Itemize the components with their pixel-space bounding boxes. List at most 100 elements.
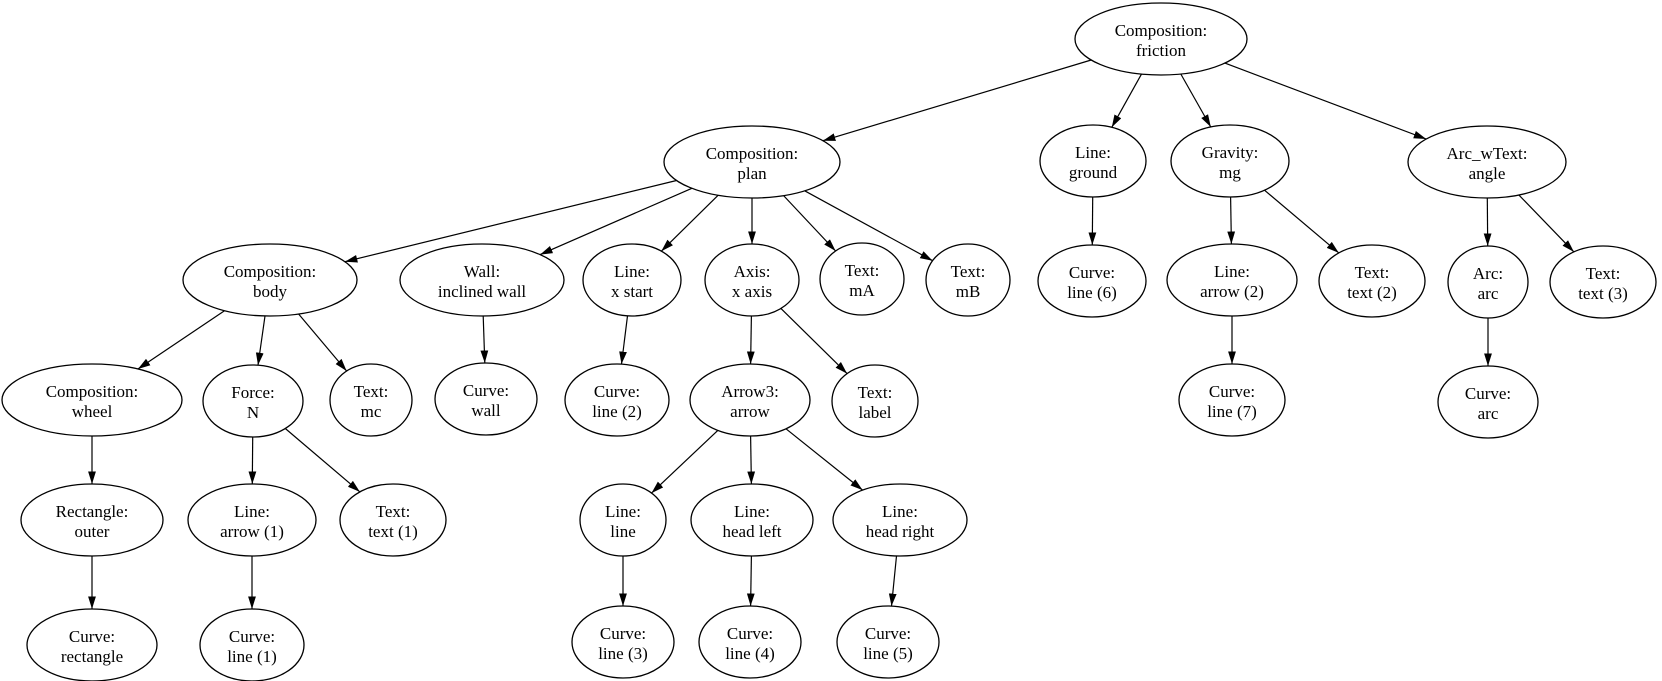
- node-type-label: Curve:: [69, 627, 115, 646]
- node-name-label: N: [247, 403, 259, 422]
- node-ellipse: [819, 242, 905, 316]
- node-type-label: Line:: [734, 502, 770, 521]
- node-type-label: Wall:: [464, 262, 500, 281]
- node-ellipse: [1, 363, 183, 437]
- node-type-label: Arc_wText:: [1447, 144, 1528, 163]
- edge-wall-to-curve-wall: [480, 315, 489, 364]
- node-name-label: text (1): [368, 522, 418, 541]
- node-type-label: Text:: [951, 262, 986, 281]
- node-type-label: Composition:: [706, 144, 799, 163]
- edge-plan-to-mA: [783, 195, 837, 252]
- node-name-label: line (6): [1067, 283, 1117, 302]
- node-type-label: Text:: [1586, 264, 1621, 283]
- node-name-label: angle: [1469, 164, 1506, 183]
- node-ellipse: [579, 483, 667, 557]
- node-type-label: Line:: [1214, 262, 1250, 281]
- node-type-label: Line:: [234, 502, 270, 521]
- edge-plan-to-body: [344, 179, 677, 263]
- node-ellipse: [564, 363, 670, 437]
- node-arrow1: Line:arrow (1): [187, 483, 317, 557]
- node-arc: Arc:arc: [1447, 245, 1529, 319]
- node-name-label: line (4): [725, 644, 775, 663]
- node-name-label: line (7): [1207, 402, 1257, 421]
- node-outer: Rectangle:outer: [20, 483, 164, 557]
- node-name-label: head left: [723, 522, 782, 541]
- edge-friction-to-ground: [1111, 73, 1143, 128]
- node-text2: Text:text (2): [1318, 244, 1426, 318]
- node-name-label: line (1): [227, 647, 277, 666]
- node-wall: Wall:inclined wall: [399, 243, 565, 317]
- node-type-label: Line:: [605, 502, 641, 521]
- node-ellipse: [1039, 124, 1147, 198]
- node-ellipse: [704, 243, 800, 317]
- node-type-label: Text:: [1355, 263, 1390, 282]
- node-ellipse: [1437, 365, 1539, 439]
- node-ellipse: [434, 362, 538, 436]
- edge-plan-to-xstart: [660, 194, 719, 252]
- node-ellipse: [663, 125, 841, 199]
- node-ellipse: [1447, 245, 1529, 319]
- node-xstart: Line:x start: [582, 243, 682, 317]
- node-ellipse: [698, 605, 802, 679]
- node-ellipse: [836, 605, 940, 679]
- node-ellipse: [1074, 2, 1248, 76]
- node-type-label: Curve:: [1209, 382, 1255, 401]
- node-ellipse: [1166, 243, 1298, 317]
- node-type-label: Curve:: [600, 624, 646, 643]
- node-type-label: Curve:: [463, 381, 509, 400]
- node-body: Composition:body: [182, 243, 358, 317]
- node-name-label: inclined wall: [438, 282, 527, 301]
- edge-arrow3-to-headright: [785, 428, 863, 491]
- node-name-label: arc: [1478, 404, 1499, 423]
- node-headleft: Line:head left: [690, 483, 814, 557]
- node-arrow3: Arrow3:arrow: [689, 363, 811, 437]
- node-curve-wall: Curve:wall: [434, 362, 538, 436]
- node-name-label: wheel: [72, 402, 113, 421]
- node-ellipse: [1549, 245, 1657, 319]
- node-curve-arc: Curve:arc: [1437, 365, 1539, 439]
- node-plan: Composition:plan: [663, 125, 841, 199]
- node-name-label: arrow (1): [220, 522, 284, 541]
- node-curve-line6: Curve:line (6): [1037, 244, 1147, 318]
- edge-plan-to-mB: [804, 190, 933, 262]
- edge-headright-to-curve-line5: [888, 555, 898, 607]
- node-curve-rect: Curve:rectangle: [26, 608, 158, 681]
- node-type-label: Axis:: [734, 262, 771, 281]
- node-ellipse: [690, 483, 814, 557]
- node-wheel: Composition:wheel: [1, 363, 183, 437]
- node-name-label: mc: [361, 402, 382, 421]
- node-name-label: plan: [737, 164, 767, 183]
- node-ellipse: [1178, 363, 1286, 437]
- node-curve-line4: Curve:line (4): [698, 605, 802, 679]
- edge-arrow3-to-headleft: [747, 435, 756, 485]
- node-ellipse: [339, 483, 447, 557]
- node-ellipse: [199, 608, 305, 681]
- node-type-label: Curve:: [229, 627, 275, 646]
- node-name-label: rectangle: [61, 647, 123, 666]
- node-ellipse: [202, 364, 304, 438]
- node-type-label: Curve:: [1465, 384, 1511, 403]
- node-name-label: x axis: [732, 282, 772, 301]
- edge-mg-to-text2: [1264, 189, 1340, 254]
- node-type-label: Text:: [858, 383, 893, 402]
- node-type-label: Curve:: [594, 382, 640, 401]
- node-ellipse: [1170, 124, 1290, 198]
- edge-arrow3-to-line: [651, 429, 719, 494]
- node-name-label: x start: [611, 282, 653, 301]
- node-type-label: Curve:: [865, 624, 911, 643]
- node-name-label: mA: [849, 281, 875, 300]
- node-type-label: Gravity:: [1202, 143, 1259, 162]
- node-N: Force:N: [202, 364, 304, 438]
- node-mB: Text:mB: [925, 243, 1011, 317]
- node-ellipse: [1037, 244, 1147, 318]
- node-ellipse: [831, 364, 919, 438]
- node-ellipse: [1407, 125, 1567, 199]
- node-name-label: line: [610, 522, 636, 541]
- node-ellipse: [925, 243, 1011, 317]
- node-type-label: Composition:: [1115, 21, 1208, 40]
- node-ellipse: [399, 243, 565, 317]
- node-type-label: Composition:: [46, 382, 139, 401]
- node-ellipse: [1318, 244, 1426, 318]
- edge-body-to-N: [255, 315, 266, 366]
